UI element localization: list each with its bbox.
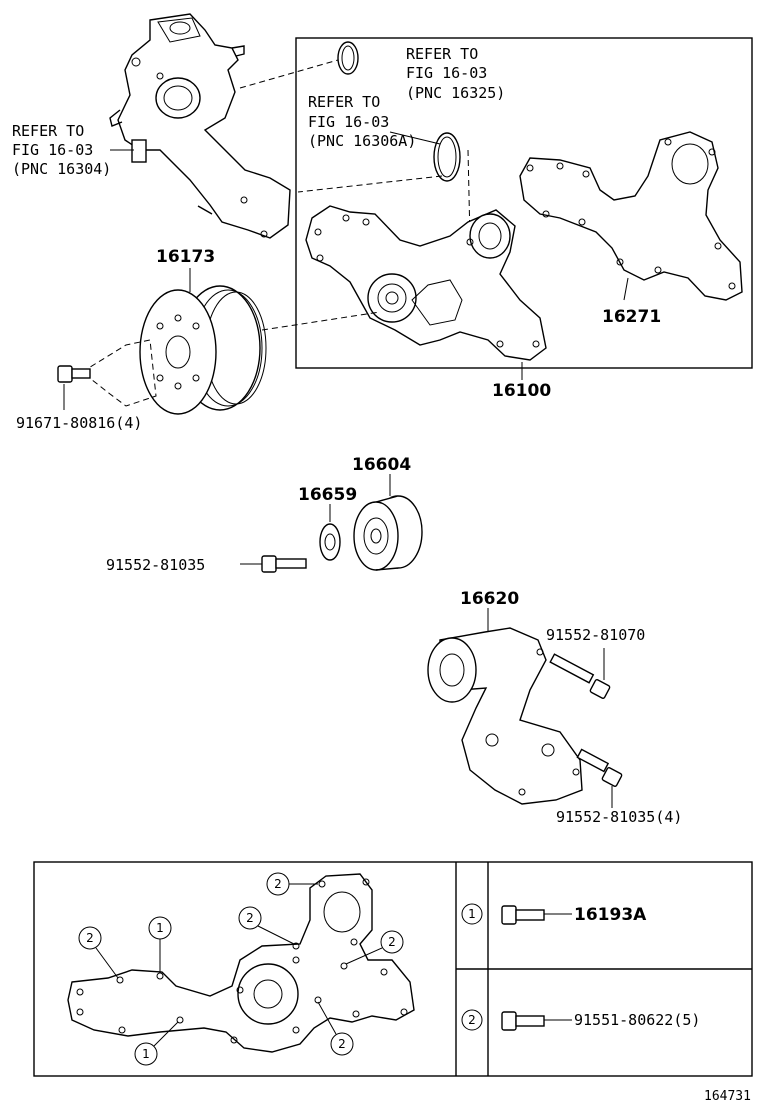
svg-text:2: 2 (468, 1013, 476, 1027)
svg-text:(PNC 16306A): (PNC 16306A) (308, 132, 416, 150)
marker-callout: 2 (345, 930, 404, 965)
legend-marker-1: 1 (461, 903, 483, 925)
washer-16659 (319, 523, 341, 561)
svg-text:1: 1 (142, 1047, 150, 1061)
svg-text:REFER TO: REFER TO (308, 93, 380, 111)
marker-callout: 2 (317, 1001, 354, 1056)
leader-dashed (239, 59, 339, 89)
marker-callout: 2 (266, 872, 318, 896)
legend-marker-2: 2 (461, 1009, 483, 1031)
svg-text:FIG 16-03: FIG 16-03 (406, 64, 487, 82)
part-number-16604: 16604 (352, 455, 411, 475)
svg-text:2: 2 (246, 911, 254, 925)
gasket-16271 (519, 131, 743, 301)
bolt-16193a (501, 905, 545, 925)
bolt-91552-b (549, 653, 611, 699)
bolt-91552-a (261, 555, 307, 573)
marker-callout: 2 (78, 926, 119, 979)
part-number-91671: 91671-80816(4) (16, 414, 142, 432)
svg-text:REFER TO: REFER TO (12, 122, 84, 140)
svg-text:FIG 16-03: FIG 16-03 (12, 141, 93, 159)
reference-note-pnc16325: REFER TO FIG 16-03 (PNC 16325) (406, 45, 505, 102)
legend-part-91551: 91551-80622(5) (574, 1011, 700, 1029)
part-number-16173: 16173 (156, 247, 215, 267)
reference-note-pnc16304: REFER TO FIG 16-03 (PNC 16304) (12, 122, 111, 178)
water-inlet-housing (109, 13, 291, 239)
bolt-91551 (501, 1011, 545, 1031)
pulley-16173 (139, 285, 267, 415)
part-number-16100: 16100 (492, 381, 551, 401)
svg-text:2: 2 (86, 931, 94, 945)
svg-text:1: 1 (468, 907, 476, 921)
part-number-16620: 16620 (460, 589, 519, 609)
part-number-91552-81070: 91552-81070 (546, 626, 645, 644)
o-ring-16325 (337, 41, 359, 75)
gasket-bolt-layout (67, 873, 415, 1053)
part-number-16659: 16659 (298, 485, 357, 505)
bolt-91552-c (576, 748, 623, 787)
o-ring-16306a (433, 132, 461, 182)
marker-callout: 1 (148, 916, 172, 972)
svg-text:2: 2 (388, 935, 396, 949)
svg-text:1: 1 (156, 921, 164, 935)
idler-pulley-16604 (353, 495, 423, 571)
marker-callout: 1 (134, 1021, 179, 1066)
legend-part-16193a: 16193A (574, 905, 647, 925)
assembly-box (295, 37, 753, 369)
reference-note-pnc16306a: REFER TO FIG 16-03 (PNC 16306A) (308, 93, 416, 150)
svg-text:2: 2 (274, 877, 282, 891)
svg-text:FIG 16-03: FIG 16-03 (308, 113, 389, 131)
marker-callout: 2 (238, 906, 295, 945)
water-pump-body (305, 205, 547, 361)
part-number-16271: 16271 (602, 307, 661, 327)
svg-text:REFER TO: REFER TO (406, 45, 478, 63)
svg-text:(PNC 16325): (PNC 16325) (406, 84, 505, 102)
part-number-91552-81035-4: 91552-81035(4) (556, 808, 682, 826)
svg-text:(PNC 16304): (PNC 16304) (12, 160, 111, 178)
figure-id: 164731 (704, 1089, 751, 1104)
tensioner-16620 (427, 627, 583, 805)
part-number-91552-81035: 91552-81035 (106, 556, 205, 574)
svg-text:2: 2 (338, 1037, 346, 1051)
bolt-91671 (57, 365, 91, 383)
